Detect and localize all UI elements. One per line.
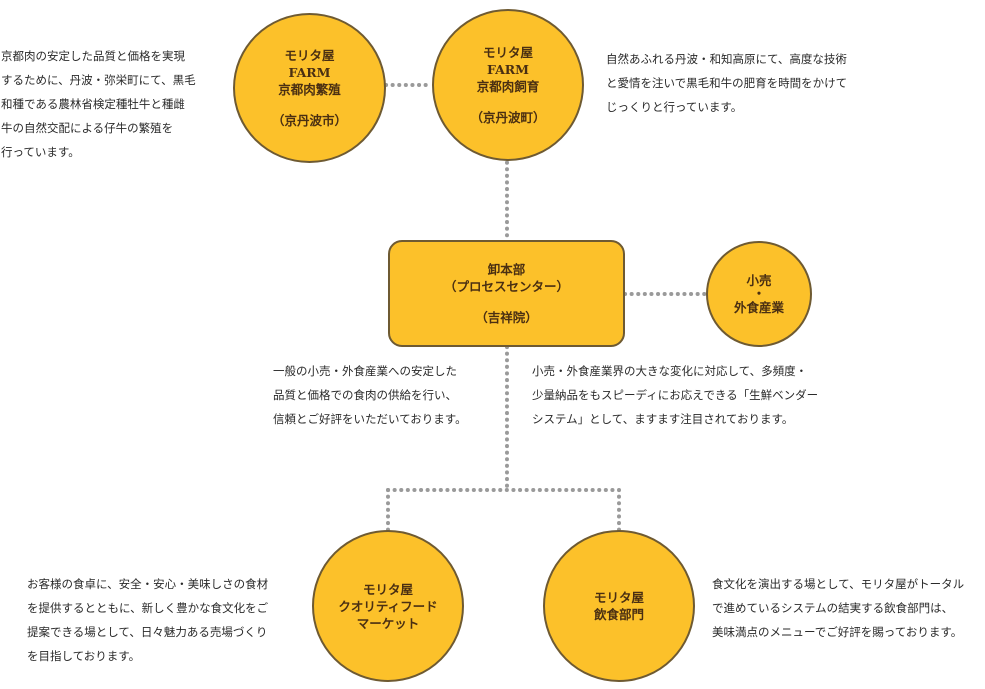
description-line: 和種である農林省検定種牡牛と種雌 <box>1 97 185 111</box>
node-label: （プロセスセンター） <box>443 279 569 294</box>
node-label: FARM <box>486 62 530 77</box>
node-label: 飲食部門 <box>593 607 644 622</box>
description-line: 自然あふれる丹波・和知高原にて、高度な技術 <box>606 52 847 66</box>
fattening-description: 自然あふれる丹波・和知高原にて、高度な技術 と愛情を注いで黒毛和牛の肥育を時間を… <box>606 47 847 119</box>
market-description: お客様の食卓に、安全・安心・美味しさの食材 を提供するとともに、新しく豊かな食文… <box>27 572 268 668</box>
description-line: お客様の食卓に、安全・安心・美味しさの食材 <box>27 577 269 591</box>
wholesale-center-node: 卸本部 （プロセスセンター） （吉祥院） <box>388 240 625 347</box>
description-line: 信頼とご好評をいただいております。 <box>273 412 467 426</box>
node-label: 外食産業 <box>733 300 784 315</box>
node-label: モリタ屋 <box>482 45 533 60</box>
description-line: するために、丹波・弥栄町にて、黒毛 <box>1 73 196 87</box>
description-line: 行っています。 <box>1 145 80 159</box>
node-label: FARM <box>288 65 331 80</box>
node-label: モリタ屋 <box>593 590 644 605</box>
node-label: クオリティフード <box>338 598 438 614</box>
restaurant-description: 食文化を演出する場として、モリタ屋がトータル で進めているシステムの結実する飲食… <box>712 572 964 644</box>
description-line: 美味満点のメニューでご好評を賜っております。 <box>712 625 963 639</box>
node-label: 京都肉飼育 <box>476 79 540 94</box>
description-line: 品質と価格での食肉の供給を行い、 <box>273 388 457 402</box>
vendor-system-description: 小売・外食産業界の大きな変化に対応して、多頻度・ 少量納品をもスピーディにお応え… <box>532 359 818 431</box>
description-line: じっくりと行っています。 <box>606 100 743 114</box>
description-line: 提案できる場として、日々魅力ある売場づくり <box>27 625 268 639</box>
description-line: を提供するとともに、新しく豊かな食文化をご <box>27 601 269 615</box>
description-line: を目指しております。 <box>27 649 141 663</box>
restaurant-division-node: モリタ屋 飲食部門 <box>543 530 695 682</box>
description-line: 京都肉の安定した品質と価格を実現 <box>1 49 185 63</box>
description-line: 小売・外食産業界の大きな変化に対応して、多頻度・ <box>532 364 808 378</box>
description-line: で進めているシステムの結実する飲食部門は、 <box>712 601 954 615</box>
node-label: 京都肉繁殖 <box>278 82 341 97</box>
node-label: （吉祥院） <box>475 310 538 325</box>
node-label: （京丹波町） <box>470 110 546 125</box>
node-label: （京丹波市） <box>271 113 347 128</box>
supply-description: 一般の小売・外食産業への安定した 品質と価格での食肉の供給を行い、 信頼とご好評… <box>273 359 467 431</box>
node-label: モリタ屋 <box>362 581 413 597</box>
node-label: 卸本部 <box>487 262 526 277</box>
node-label: 小売 <box>746 273 772 288</box>
farm-fattening-node: モリタ屋 FARM 京都肉飼育 （京丹波町） <box>432 9 584 161</box>
node-label: モリタ屋 <box>284 48 335 63</box>
description-line: と愛情を注いで黒毛和牛の肥育を時間をかけて <box>606 76 848 90</box>
description-line: 一般の小売・外食産業への安定した <box>273 364 457 378</box>
description-line: 少量納品をもスピーディにお応えできる「生鮮ベンダー <box>532 388 819 402</box>
farm-breeding-node: モリタ屋 FARM 京都肉繁殖 （京丹波市） <box>233 13 386 163</box>
node-label: マーケット <box>356 615 420 631</box>
node-label: ・ <box>752 286 766 301</box>
breeding-description: 京都肉の安定した品質と価格を実現 するために、丹波・弥栄町にて、黒毛 和種である… <box>1 44 196 164</box>
description-line: システム」として、ますます注目されております。 <box>532 412 794 426</box>
description-line: 牛の自然交配による仔牛の繁殖を <box>1 121 174 135</box>
quality-food-market-node: モリタ屋 クオリティフード マーケット <box>312 530 464 682</box>
description-line: 食文化を演出する場として、モリタ屋がトータル <box>712 577 965 591</box>
retail-foodservice-node: 小売 ・ 外食産業 <box>706 241 812 347</box>
